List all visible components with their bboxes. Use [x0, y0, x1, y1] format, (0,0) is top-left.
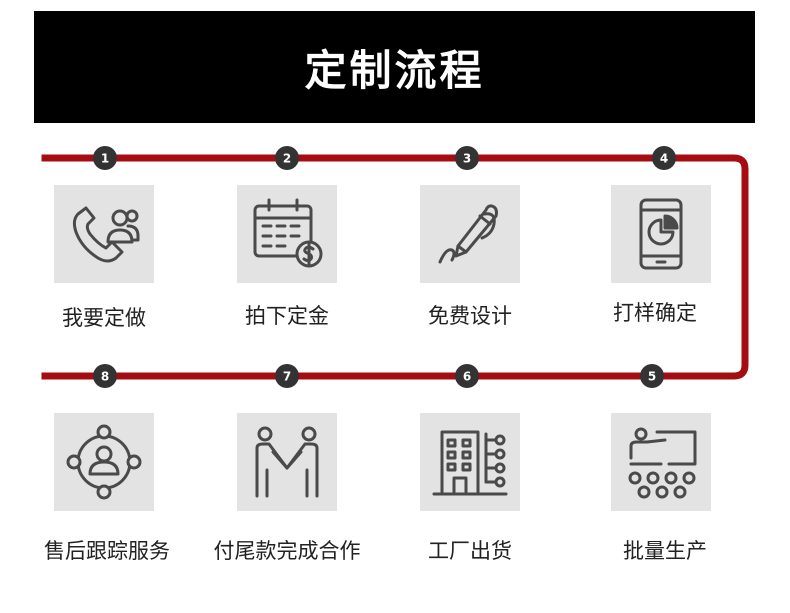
step-1-tile: [54, 185, 154, 283]
network-person-icon: [66, 424, 142, 500]
step-7-tile: [237, 413, 337, 511]
svg-text:8: 8: [101, 370, 109, 384]
svg-text:2: 2: [283, 152, 291, 166]
step-node-2: 2: [275, 146, 299, 170]
step-2-tile: [237, 185, 337, 283]
svg-text:3: 3: [463, 152, 471, 166]
svg-text:1: 1: [101, 152, 109, 166]
phone-chart-icon: [639, 198, 683, 270]
step-node-3: 3: [455, 146, 479, 170]
step-4-tile: [611, 185, 711, 283]
calendar-dollar-icon: [253, 198, 323, 268]
step-7-label: 付尾款完成合作: [213, 539, 361, 563]
step-2-label: 拍下定金: [245, 304, 329, 328]
step-node-7: 7: [275, 364, 299, 388]
step-8-tile: [54, 413, 154, 511]
step-3-tile: [420, 185, 520, 283]
step-3-label: 免费设计: [428, 304, 512, 328]
step-6-tile: [420, 413, 520, 511]
svg-text:4: 4: [660, 152, 668, 166]
step-node-8: 8: [93, 364, 117, 388]
step-node-6: 6: [455, 364, 479, 388]
step-5-label: 批量生产: [623, 539, 707, 563]
svg-text:7: 7: [283, 370, 291, 384]
phone-people-icon: [72, 206, 140, 263]
presenter-icon: [628, 427, 697, 499]
step-6-label: 工厂出货: [428, 539, 512, 563]
step-node-5: 5: [640, 364, 664, 388]
step-node-4: 4: [652, 146, 676, 170]
factory-building-icon: [432, 430, 508, 496]
svg-text:6: 6: [463, 370, 471, 384]
svg-text:5: 5: [648, 370, 656, 384]
step-4-label: 打样确定: [613, 301, 697, 325]
page-title: 定制流程: [304, 45, 485, 95]
handshake-people-icon: [255, 426, 319, 498]
title-banner: 定制流程: [34, 11, 755, 123]
step-5-tile: [611, 413, 711, 511]
step-node-1: 1: [93, 146, 117, 170]
pen-design-icon: [438, 204, 498, 264]
step-1-label: 我要定做: [62, 306, 146, 330]
step-8-label: 售后跟踪服务: [44, 539, 170, 563]
